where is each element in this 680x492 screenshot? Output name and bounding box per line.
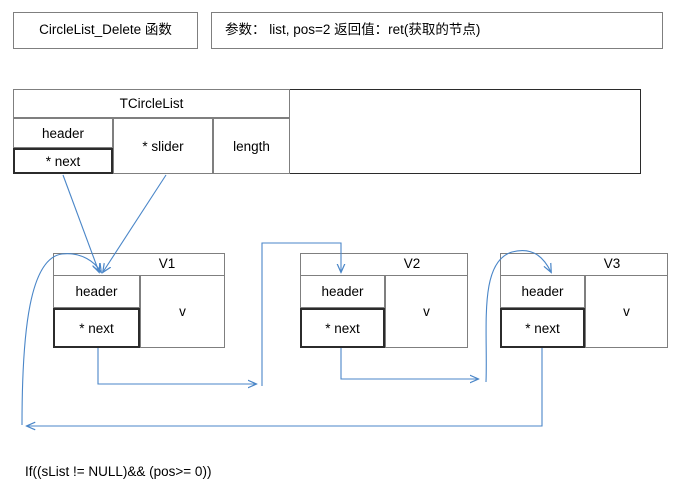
function-params-box: 参数： list, pos=2 返回值：ret(获取的节点): [211, 12, 663, 49]
arrow-v2-next-segment: [340, 348, 478, 379]
node-v1-title: V1: [158, 256, 176, 271]
node-v2-header-cell: header: [300, 275, 385, 308]
struct-title-cell: TCircleList: [13, 89, 290, 118]
condition-text: If((sList != NULL)&& (pos>= 0)): [25, 464, 212, 479]
node-v1-value-cell: v: [140, 275, 225, 348]
node-v3-header-cell: header: [500, 275, 585, 308]
struct-field-length: length: [213, 118, 290, 174]
arrow-v1-next-segment: [97, 348, 256, 384]
struct-field-header: header: [13, 118, 113, 148]
struct-field-slider: * slider: [113, 118, 213, 174]
struct-field-next: * next: [13, 148, 113, 174]
arrow-v3-next-to-head: [27, 348, 543, 426]
node-v1-header-cell: header: [53, 275, 140, 308]
node-v1-next-cell: * next: [53, 308, 140, 348]
node-v3-value-cell: v: [585, 275, 668, 348]
node-v2-title: V2: [403, 256, 421, 271]
node-v2-next-cell: * next: [300, 308, 385, 348]
function-title-box: CircleList_Delete 函数: [13, 12, 198, 49]
node-v3-title: V3: [603, 256, 621, 271]
node-v2-value-cell: v: [385, 275, 468, 348]
node-v3-next-cell: * next: [500, 308, 585, 348]
